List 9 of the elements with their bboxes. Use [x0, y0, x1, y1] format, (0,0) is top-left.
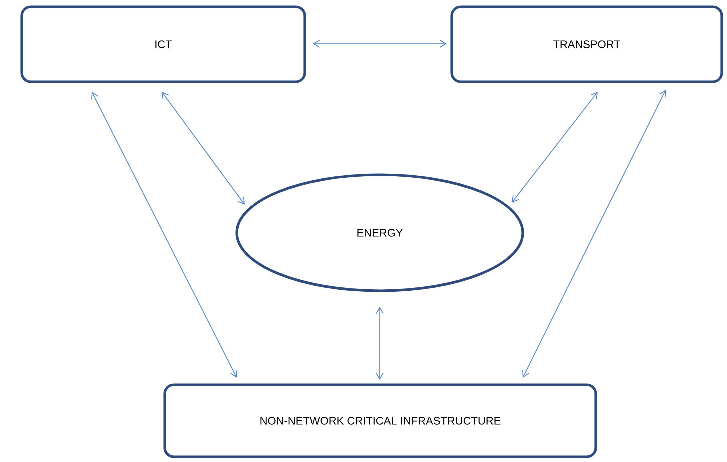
rounded-box: TRANSPORT [450, 6, 724, 84]
arrow [92, 92, 238, 378]
rounded-box: NON-NETWORK CRITICAL INFRASTRUCTURE [164, 384, 598, 458]
arrow [313, 40, 447, 48]
arrow [522, 90, 667, 378]
arrow [512, 92, 598, 203]
arrow [162, 92, 246, 205]
rounded-box: ICT [20, 6, 306, 84]
arrow [376, 307, 384, 380]
